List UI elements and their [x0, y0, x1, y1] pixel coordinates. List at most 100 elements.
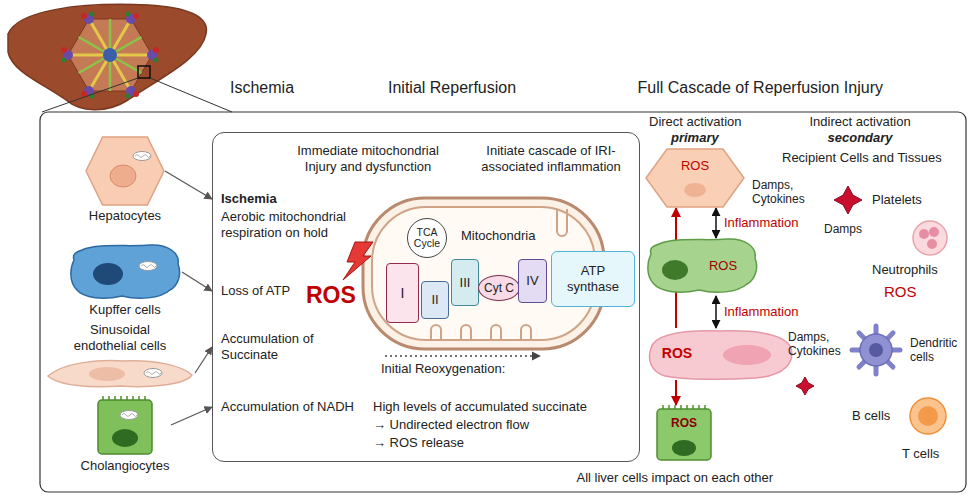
- cytochrome-ellipse: Cyt C: [478, 275, 520, 301]
- stage-text: High levels of accumulated succinate: [373, 399, 587, 415]
- ros-label: ROS: [306, 282, 356, 308]
- liver-inset-part: [103, 48, 117, 62]
- endothelial-cell-shape-part: [650, 331, 792, 379]
- hepatocyte-cell-shape-part: [684, 183, 706, 197]
- text-slot: ROS: [703, 258, 743, 274]
- connector: [165, 171, 212, 199]
- zoom-lines-part: [42, 78, 138, 112]
- liver-inset-part-part: [126, 12, 131, 17]
- cholangiocyte-cell-shape-part: [672, 440, 696, 456]
- text-slot: Initial Reoxygenation:: [381, 361, 505, 377]
- subheading: secondary: [828, 130, 893, 146]
- neutrophil-symbol: [913, 221, 947, 255]
- liver-inset-part-part: [154, 58, 159, 63]
- b-cell-symbol-part: [918, 406, 938, 426]
- complex-box: II: [421, 281, 449, 319]
- liver-inset-part: [62, 12, 159, 99]
- text-slot: Inflammation: [724, 215, 798, 231]
- text-slot: T cells: [902, 446, 939, 462]
- text-slot: primary: [671, 130, 719, 146]
- signal-label: Damps: [824, 222, 862, 236]
- cell-label: B cells: [852, 408, 890, 424]
- connector: [171, 407, 212, 425]
- endothelial-cell-drawing: [45, 356, 195, 390]
- hepatocyte-cell-drawing: [85, 136, 165, 206]
- subheading: Direct activation: [649, 114, 741, 130]
- cell-label: Platelets: [872, 192, 922, 208]
- text-slot: B cells: [852, 408, 890, 424]
- signal-label: Damps, Cytokines: [788, 330, 848, 358]
- liver-inset-part-part: [133, 13, 139, 19]
- cholangiocyte-cell: ROS: [655, 405, 713, 462]
- kupffer-cell-drawing-part: [93, 263, 123, 285]
- complex-box: III: [451, 259, 479, 306]
- hepatocyte-cell-drawing-part: [110, 165, 136, 187]
- liver-inset-part-part: [62, 58, 67, 63]
- stage-text: → ROS release: [373, 435, 464, 451]
- stage-text: Accumulation of NADH: [221, 399, 361, 415]
- column-heading: Full Cascade of Reperfusion Injury: [638, 78, 883, 97]
- kupffer-cell-drawing-part: [139, 262, 157, 271]
- column-heading: Initial Reperfusion: [388, 78, 516, 97]
- dendritic-cell-symbol-part: [869, 343, 883, 357]
- text-slot: Initial Reperfusion: [388, 78, 516, 97]
- complex-label: II: [431, 292, 438, 308]
- liver-inset-part: [68, 19, 152, 91]
- endothelial-cell-shape-part: [723, 345, 771, 365]
- cell-label: Cholangiocytes: [79, 458, 171, 474]
- complex-label: III: [460, 275, 471, 291]
- text-slot: ROS: [306, 282, 356, 308]
- complex-box: I: [386, 263, 419, 323]
- hepatocyte-cell-shape-part: [646, 149, 744, 207]
- hepatocyte-cell-drawing-part: [86, 137, 164, 205]
- ros-label: ROS: [703, 258, 743, 274]
- complex-label: I: [401, 285, 405, 301]
- endothelial-cell-drawing-part: [144, 369, 162, 378]
- endothelial-cell-drawing-part: [146, 372, 161, 375]
- text-slot: → Undirected electron flow: [373, 417, 529, 433]
- kupffer-cell-shape-part: [662, 260, 688, 280]
- stage-text: Aerobic mitochondrial respiration on hol…: [221, 209, 361, 241]
- zoom-lines: [42, 78, 232, 112]
- kupffer-cell-shape: [645, 238, 755, 296]
- complex-box: IV: [518, 259, 547, 303]
- liver-inset-part: [68, 19, 152, 91]
- cell-label: T cells: [902, 446, 939, 462]
- text-slot: Inflammation: [724, 304, 798, 320]
- zoom-lines-part: [150, 78, 232, 112]
- outer-frame: [40, 112, 966, 492]
- hepatocyte-cell-shape: [645, 148, 745, 208]
- neutrophil-symbol-part: [927, 239, 937, 249]
- text-slot: Damps, Cytokines: [788, 330, 848, 358]
- liver-inset-part: [8, 4, 206, 109]
- text-slot: ROS: [655, 345, 699, 361]
- mitochondrion: MitochondriaITCA CycleIIIIICyt CIVATP sy…: [361, 196, 606, 351]
- text-slot: Loss of ATP: [221, 283, 290, 299]
- text-slot: Platelets: [872, 192, 922, 208]
- enzyme-label: ATP synthase: [561, 263, 625, 295]
- connector: [715, 208, 717, 238]
- dendritic-cell-symbol-part: [860, 334, 892, 366]
- subheading: Indirect activation: [810, 114, 911, 130]
- text-slot: Initiate cascade of IRI-associated infla…: [471, 143, 631, 175]
- tca-cycle-circle: TCA Cycle: [407, 218, 447, 258]
- kupffer-cell-drawing-part: [141, 265, 156, 268]
- column-heading: Ischemia: [230, 78, 294, 97]
- cholangiocyte-cell-shape: [655, 405, 713, 462]
- text-slot: Direct activation: [649, 114, 741, 130]
- liver-inset-part: [138, 66, 150, 78]
- stage-heading: Immediate mitochondrial Injury and dysfu…: [283, 143, 453, 175]
- cell-label: Neutrophils: [872, 262, 938, 278]
- connector: [195, 347, 212, 373]
- platelet-symbol: [834, 186, 862, 214]
- stage-text: Accumulation of Succinate: [221, 331, 361, 363]
- group-label: Recipient Cells and Tissues: [782, 150, 942, 166]
- text-slot: Accumulation of Succinate: [221, 331, 361, 363]
- liver-inset-part-part: [126, 94, 131, 99]
- ros-label: ROS: [884, 283, 917, 300]
- hepatocyte-cell: Hepatocytes: [85, 136, 165, 224]
- text-slot: All liver cells impact on each other: [577, 470, 774, 486]
- text-slot: Mitochondria: [461, 228, 535, 244]
- ros-label: ROS: [655, 345, 699, 361]
